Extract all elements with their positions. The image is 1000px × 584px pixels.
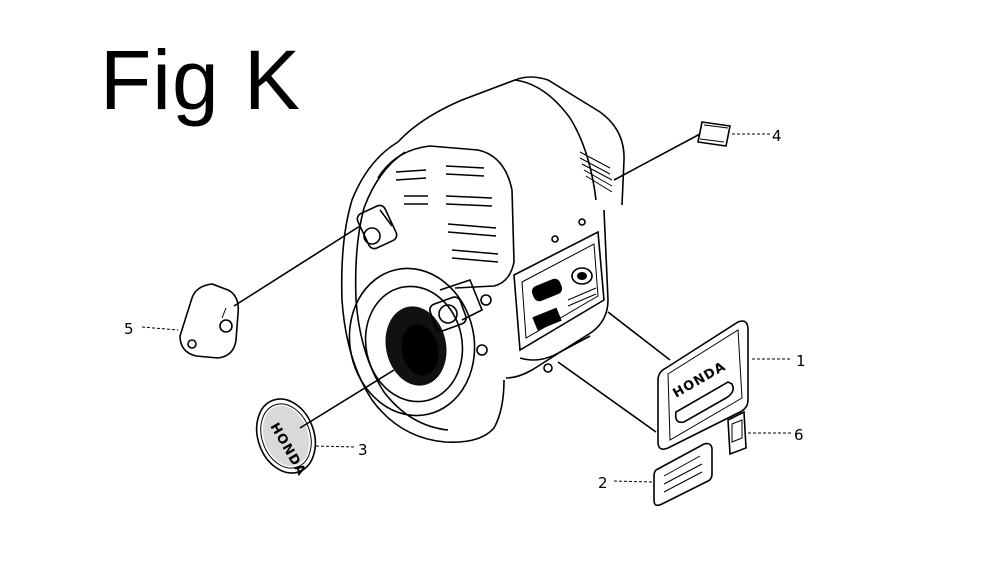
- part-1-brand-plate: HONDA 1: [557, 311, 806, 450]
- part-4-square-label: 4: [613, 121, 782, 181]
- callout-5: 5: [124, 320, 134, 338]
- fuel-cap: [429, 279, 492, 356]
- plate-brand-text: HONDA: [671, 359, 729, 401]
- switch-knob: [356, 204, 398, 250]
- grille-frame: [377, 145, 515, 289]
- control-panel: [513, 218, 605, 373]
- air-intake-port: [348, 267, 476, 417]
- rear-vents: [579, 151, 613, 193]
- grille-slots: [395, 165, 499, 263]
- callout-1: 1: [796, 352, 806, 370]
- part-3-round-emblem: HONDA 3: [255, 369, 395, 479]
- housing-top-outline: [397, 76, 625, 206]
- callout-4: 4: [772, 127, 782, 145]
- callout-3: 3: [358, 441, 368, 459]
- housing-right-side: [505, 209, 609, 379]
- housing-front-rim-inner: [354, 151, 449, 431]
- callout-6: 6: [794, 426, 804, 444]
- generator-housing: [340, 76, 625, 444]
- part-5-cover-plate: 5: [124, 225, 361, 359]
- callout-2: 2: [598, 474, 608, 492]
- figure-title: Fig K: [100, 33, 302, 127]
- part-2-label-plate: 2: [598, 442, 713, 507]
- housing-front-rim: [340, 141, 505, 444]
- housing-back-edge: [514, 79, 597, 201]
- part-6-small-tag: 6: [727, 410, 804, 456]
